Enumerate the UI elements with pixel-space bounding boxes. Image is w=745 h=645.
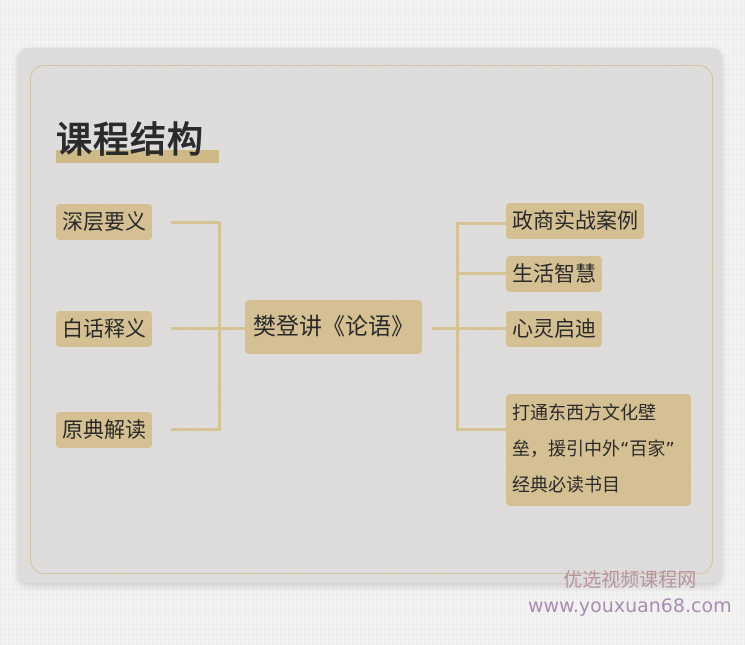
connector-left-bottom xyxy=(171,428,221,431)
page-title: 课程结构 xyxy=(56,120,205,161)
connector-right-vertical xyxy=(456,222,459,431)
node-center-topic: 樊登讲《论语》 xyxy=(245,300,422,354)
connector-left-vertical xyxy=(218,221,221,431)
node-plain-interpretation: 白话释义 xyxy=(56,311,152,347)
node-reading-list-line-2: 垒，援引中外“百家” xyxy=(512,439,675,460)
connector-center-right xyxy=(432,327,506,330)
connector-left-top xyxy=(171,221,221,224)
node-reading-list: 打通东西方文化壁 垒，援引中外“百家” 经典必读书目 xyxy=(506,394,691,506)
connector-right-1 xyxy=(456,222,506,225)
node-business-cases: 政商实战案例 xyxy=(506,203,644,239)
node-life-wisdom: 生活智慧 xyxy=(506,256,602,292)
connector-right-4 xyxy=(456,428,506,431)
connector-right-2 xyxy=(456,272,506,275)
node-deep-meaning: 深层要义 xyxy=(56,204,152,240)
node-spiritual-enlightenment: 心灵启迪 xyxy=(506,311,602,347)
node-reading-list-line-1: 打通东西方文化壁 xyxy=(512,403,656,424)
title-highlight xyxy=(56,150,219,163)
node-original-reading: 原典解读 xyxy=(56,412,152,448)
watermark: 优选视频课程网 www.youxuan68.com xyxy=(528,568,732,618)
node-reading-list-line-3: 经典必读书目 xyxy=(512,475,620,496)
watermark-site-name: 优选视频课程网 xyxy=(563,569,697,591)
connector-left-mid xyxy=(171,327,247,330)
watermark-url: www.youxuan68.com xyxy=(528,595,732,617)
